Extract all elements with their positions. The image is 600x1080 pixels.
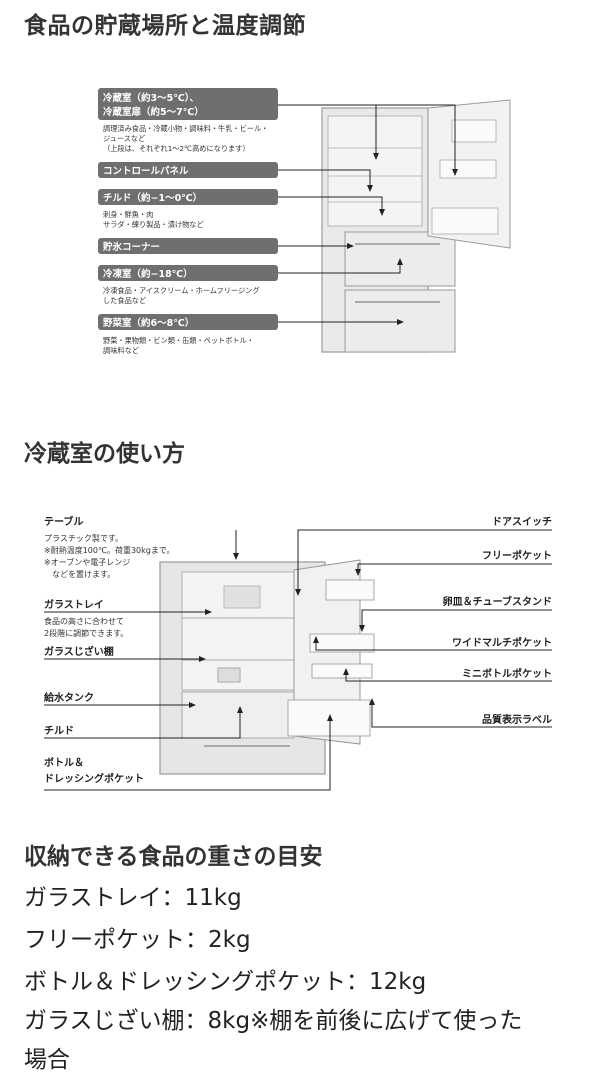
svg-text:テーブル: テーブル	[44, 515, 83, 528]
fridge-usage-diagram: テーブル プラスチック製です。 ※耐熱温度100℃。荷重30kgまで。 ※オーブ…	[44, 515, 552, 791]
svg-text:野菜室（約6〜8℃）: 野菜室（約6〜8℃）	[103, 317, 194, 329]
weight-line-free-pocket: フリーポケット：2kg	[24, 927, 251, 953]
svg-text:食品の高さに合わせて: 食品の高さに合わせて	[44, 616, 124, 626]
svg-text:冷蔵室（約3〜5℃）、: 冷蔵室（約3〜5℃）、	[103, 92, 199, 104]
svg-text:ボトル＆: ボトル＆	[44, 756, 84, 769]
label-refrigerator: 冷蔵室（約3〜5℃）、 冷蔵室扉（約5〜7℃） 調理済み食品・冷蔵小物・調味料・…	[98, 88, 278, 153]
fridge-illustration-2	[159, 559, 375, 775]
label-chilled-2: チルド	[44, 725, 74, 737]
svg-text:サラダ・練り製品・漬け物など: サラダ・練り製品・漬け物など	[103, 220, 204, 229]
svg-text:冷蔵室扉（約5〜7℃）: 冷蔵室扉（約5〜7℃）	[103, 106, 204, 118]
svg-text:2段階に調節できます。: 2段階に調節できます。	[44, 628, 128, 638]
label-bottle-pocket: ボトル＆ ドレッシングポケット	[44, 756, 144, 785]
svg-text:（上段は、それぞれ1〜2℃高めになります）: （上段は、それぞれ1〜2℃高めになります）	[103, 144, 250, 153]
label-water-tank: 給水タンク	[44, 691, 94, 704]
svg-text:刺身・鮮魚・肉: 刺身・鮮魚・肉	[103, 210, 153, 219]
svg-text:調味料など: 調味料など	[103, 346, 139, 355]
weight-line-glass-shelf-cont: 場合	[24, 1047, 70, 1073]
weight-line-glass-shelf: ガラスじざい棚：8kg※棚を前後に広げて使った	[24, 1008, 523, 1034]
svg-text:ドレッシングポケット: ドレッシングポケット	[44, 772, 144, 785]
label-glass-shelf: ガラスじざい棚	[44, 645, 114, 658]
svg-text:※耐熱温度100℃。荷重30kgまで。: ※耐熱温度100℃。荷重30kgまで。	[44, 545, 175, 555]
svg-text:ジュースなど: ジュースなど	[103, 134, 145, 143]
svg-text:した食品など: した食品など	[103, 296, 146, 305]
label-table: テーブル プラスチック製です。 ※耐熱温度100℃。荷重30kgまで。 ※オーブ…	[44, 515, 175, 579]
weight-line-bottle-pocket: ボトル＆ドレッシングポケット：12kg	[24, 969, 427, 995]
svg-text:※オーブンや電子レンジ: ※オーブンや電子レンジ	[44, 557, 130, 567]
label-egg-tube-stand: 卵皿＆チューブスタンド	[443, 595, 552, 608]
label-wide-multi-pocket: ワイドマルチポケット	[452, 636, 552, 649]
label-control-panel: コントロールパネル	[98, 162, 278, 178]
svg-text:冷凍食品・アイスクリーム・ホームフリージング: 冷凍食品・アイスクリーム・ホームフリージング	[103, 286, 260, 295]
section1-title: 食品の貯蔵場所と温度調節	[24, 13, 306, 39]
svg-text:プラスチック製です。: プラスチック製です。	[44, 533, 123, 543]
svg-text:などを置けます。: などを置けます。	[44, 570, 115, 579]
label-vegetable: 野菜室（約6〜8℃） 野菜・果物類・ビン類・缶類・ペットボトル・ 調味料など	[98, 314, 278, 355]
fridge-illustration-1	[321, 99, 511, 353]
storage-diagram: 冷蔵室（約3〜5℃）、 冷蔵室扉（約5〜7℃） 調理済み食品・冷蔵小物・調味料・…	[98, 88, 511, 355]
label-glass-tray: ガラストレイ 食品の高さに合わせて 2段階に調節できます。	[44, 598, 128, 638]
weight-line-glass-tray: ガラストレイ：11kg	[24, 885, 242, 911]
label-quality-label: 品質表示ラベル	[482, 713, 552, 726]
svg-text:調理済み食品・冷蔵小物・調味料・牛乳・ビール・: 調理済み食品・冷蔵小物・調味料・牛乳・ビール・	[103, 124, 268, 133]
svg-text:チルド（約−1〜0℃）: チルド（約−1〜0℃）	[103, 192, 202, 204]
svg-text:貯氷コーナー: 貯氷コーナー	[103, 241, 160, 253]
label-mini-bottle-pocket: ミニボトルポケット	[462, 667, 552, 680]
svg-text:ガラストレイ: ガラストレイ	[44, 598, 104, 611]
label-door-switch: ドアスイッチ	[492, 516, 552, 528]
label-chilled: チルド（約−1〜0℃） 刺身・鮮魚・肉 サラダ・練り製品・漬け物など	[98, 189, 278, 229]
section3-title: 収納できる食品の重さの目安	[24, 844, 323, 870]
svg-text:野菜・果物類・ビン類・缶類・ペットボトル・: 野菜・果物類・ビン類・缶類・ペットボトル・	[103, 336, 254, 345]
svg-text:コントロールパネル: コントロールパネル	[103, 165, 189, 177]
label-freezer: 冷凍室（約−18℃） 冷凍食品・アイスクリーム・ホームフリージング した食品など	[98, 265, 278, 305]
label-free-pocket: フリーポケット	[482, 549, 552, 562]
svg-text:冷凍室（約−18℃）: 冷凍室（約−18℃）	[103, 268, 193, 280]
label-ice-corner: 貯氷コーナー	[98, 238, 278, 254]
section2-title: 冷蔵室の使い方	[24, 441, 185, 467]
